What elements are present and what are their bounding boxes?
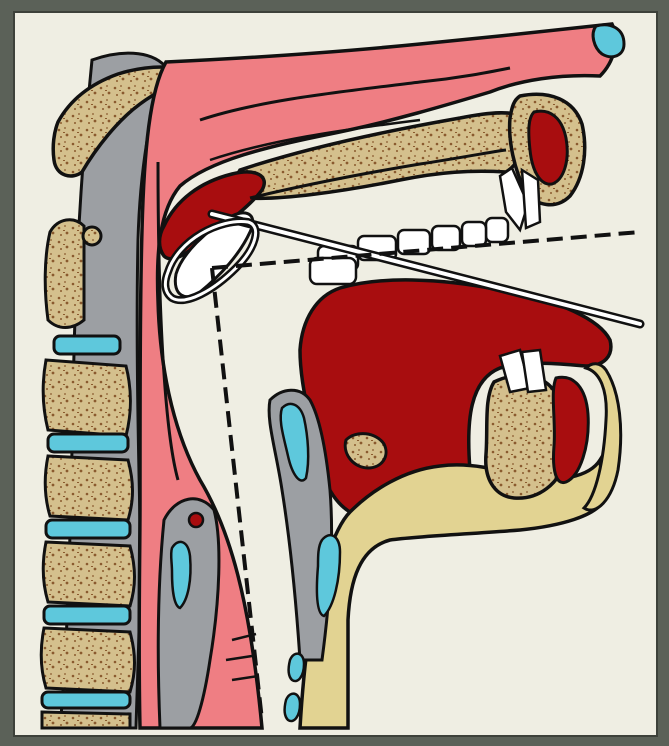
tooth [462, 222, 486, 246]
atlas-arch [83, 227, 101, 245]
tooth [310, 258, 356, 284]
vertebra-c4 [43, 542, 134, 606]
vertebra-c1 [45, 220, 84, 328]
upper-lip-muscle [529, 111, 567, 184]
vertebra-c2 [43, 360, 130, 436]
tracheal-ring [285, 694, 300, 721]
tracheal-ring [289, 654, 304, 681]
intervertebral-disc [54, 336, 120, 354]
intervertebral-disc [48, 434, 128, 452]
intervertebral-disc [42, 692, 130, 708]
vertebra-c5 [41, 628, 134, 692]
corniculate-cartilage [189, 513, 203, 527]
intervertebral-disc [46, 520, 130, 538]
tooth [486, 218, 508, 242]
nasal-cartilage [593, 25, 624, 57]
vertebra-c6 [42, 712, 130, 728]
vertebra-c3 [45, 456, 132, 520]
intervertebral-disc [44, 606, 130, 624]
tooth [522, 170, 540, 228]
